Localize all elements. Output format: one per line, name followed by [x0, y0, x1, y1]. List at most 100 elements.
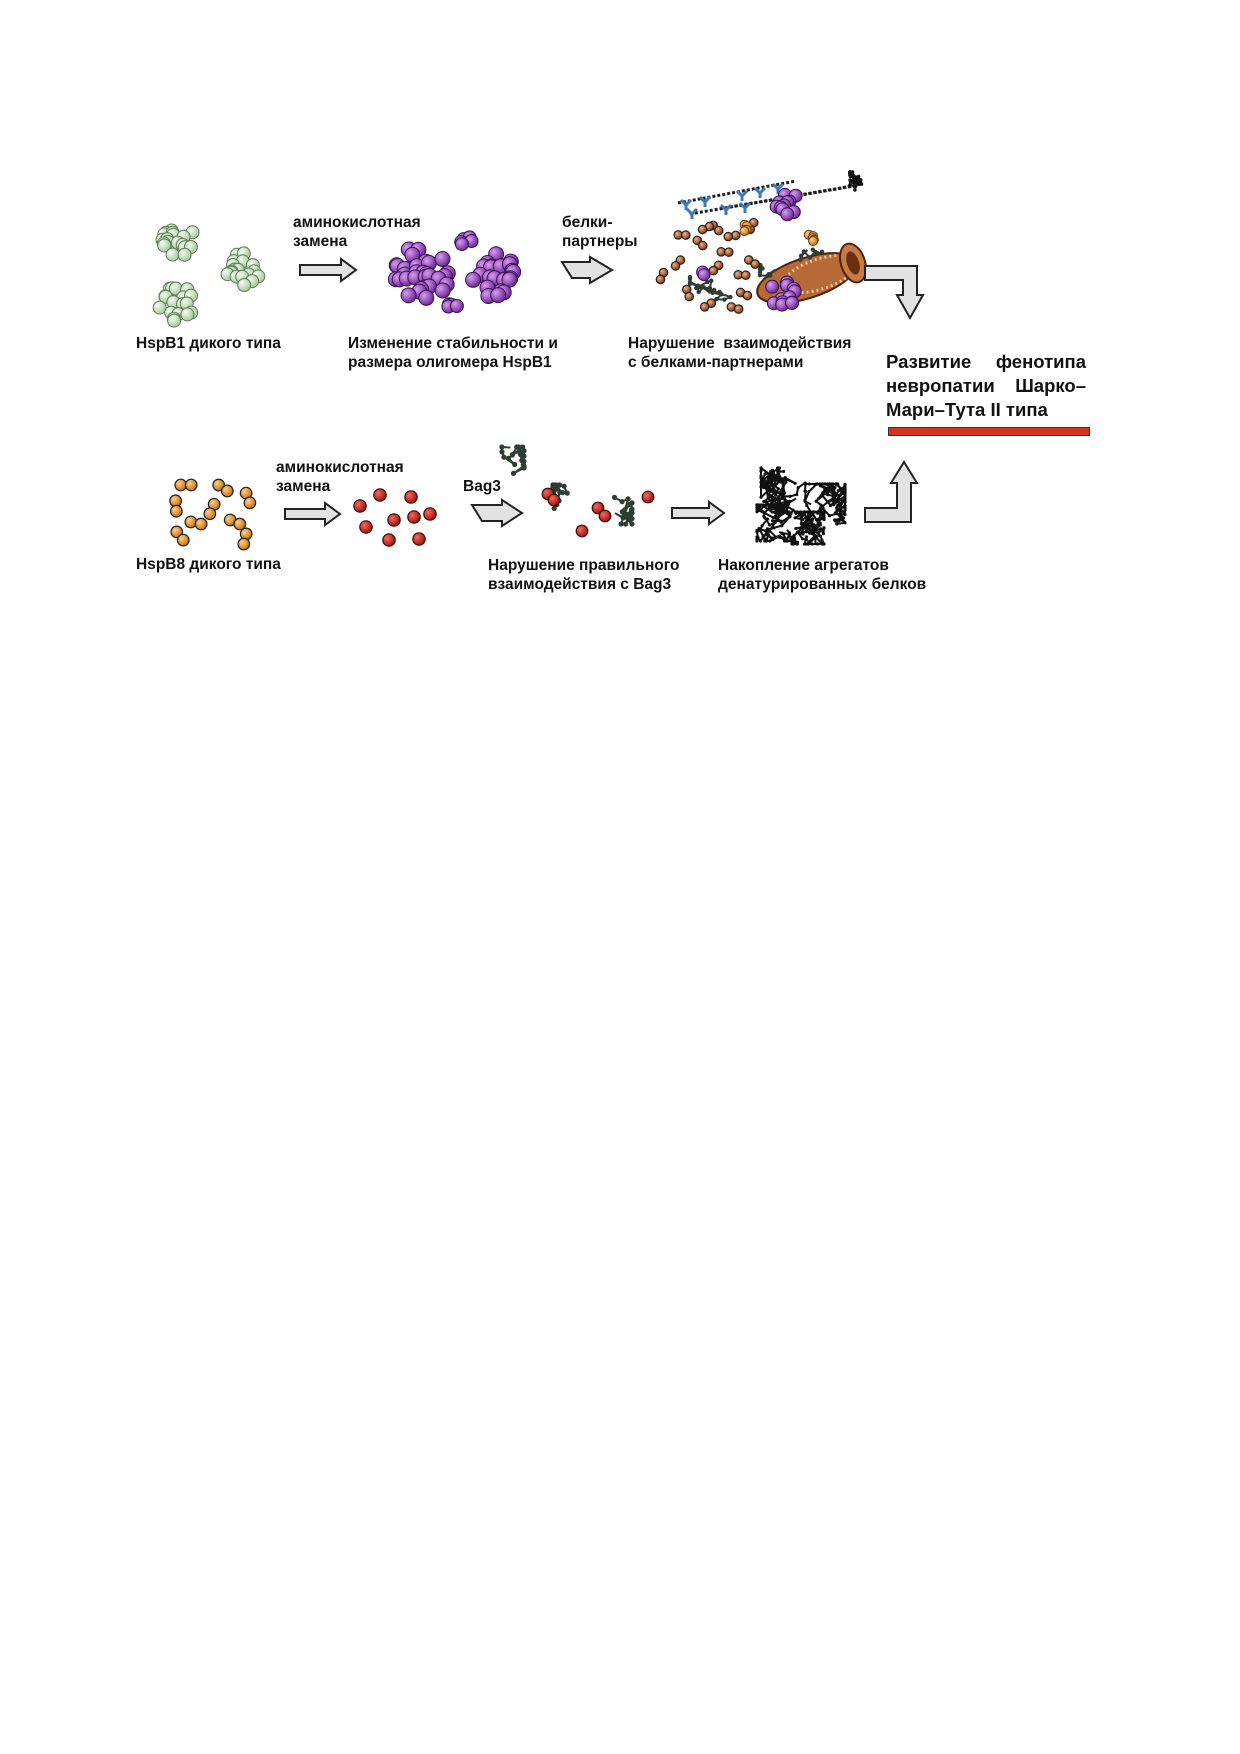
hspb1-oligomer	[220, 246, 266, 292]
actin-binding-protein	[753, 186, 767, 198]
aa-substitution-label-2: аминокислотная замена	[276, 459, 404, 495]
hspb1-mutant-small-oligomer	[441, 297, 464, 314]
arrow-to-phenotype-down	[864, 265, 925, 321]
arrow-to-aggregates	[671, 500, 726, 526]
actin-binding-protein	[679, 198, 693, 210]
arrow-bag3	[470, 498, 524, 528]
hspb8-monomer	[174, 478, 198, 492]
hspb8-mutant-bound	[591, 501, 605, 515]
hspb1-oligomer-on-filament	[769, 187, 803, 222]
hspb8-mutant-monomers	[353, 488, 437, 547]
bag3-caption: Нарушение правильного взаимодействия с B…	[488, 557, 680, 593]
partners-caption: Нарушение взаимодействия с белками-партн…	[628, 335, 852, 371]
hspb1-wild-type-oligomers	[152, 223, 266, 328]
arrow-aa-substitution-2	[284, 501, 342, 527]
partner-protein-dimer	[723, 230, 741, 242]
hspb8-wild-label: HspB8 дикого типа	[136, 556, 281, 573]
partner-protein-dimer	[673, 230, 691, 240]
hspb8-mutant-monomer	[412, 532, 426, 546]
bag3-chain	[550, 482, 570, 511]
hspb8-mutant-monomer	[373, 488, 387, 502]
hspb8-mutant-monomer	[404, 490, 418, 504]
hspb1-oligomer	[155, 223, 200, 262]
partner-chain	[705, 287, 733, 302]
hspb1-mutant-large-oligomer	[465, 246, 522, 304]
partner-protein-dimer	[726, 302, 744, 314]
partner-chain	[687, 274, 728, 297]
hspb8-monomer	[212, 478, 234, 498]
hspb1-wild-label: HspB1 дикого типа	[136, 335, 281, 352]
actin-binding-protein	[719, 203, 733, 215]
aggregate-tangle	[818, 483, 847, 507]
actin-binding-protein	[685, 207, 699, 219]
partner-chain	[798, 247, 825, 262]
hsp-small-oligomer	[739, 219, 752, 237]
denatured-protein-small	[848, 170, 864, 192]
actin-binding-protein	[735, 189, 749, 201]
partner-protein-dimer	[697, 221, 715, 235]
bag3-arrow-label: Bag3	[463, 478, 501, 495]
bag3-chain	[611, 494, 635, 527]
hspb8-mutant-monomer	[353, 499, 367, 513]
hspb8-mutant-monomer	[382, 533, 396, 547]
hspb8-monomer	[237, 527, 253, 551]
aggregate-tangle	[796, 520, 824, 546]
hspb8-mutant-bound	[575, 524, 589, 538]
partner-protein-dimer	[655, 267, 669, 285]
denatured-protein-aggregates	[755, 466, 847, 546]
phenotype-outcome: Развитие фенотипа невропатии Шарко– Мари…	[886, 351, 1086, 420]
aa-substitution-label-1: аминокислотная замена	[293, 214, 421, 250]
hspb8-mutant-bound	[598, 509, 612, 523]
partner-proteins-cluster	[655, 170, 867, 314]
hspb1-oligomer-on-tubule	[765, 275, 802, 312]
hspb8-monomer	[169, 494, 183, 518]
hspb1-mutant-small-oligomer	[454, 230, 479, 252]
partner-protein-chains	[687, 247, 825, 302]
partner-protein-dimer	[699, 298, 717, 312]
partner-protein-dimer	[708, 260, 724, 276]
actin-binding-protein	[771, 182, 785, 194]
hspb1-oligomer	[152, 281, 199, 328]
hspb8-mutant-monomer	[387, 513, 401, 527]
hspb8-monomer	[170, 525, 190, 547]
hspb8-mutant-bound	[641, 490, 655, 504]
hspb8-monomer	[239, 486, 257, 510]
hspb8-monomer	[184, 515, 208, 531]
partner-proteins-label: белки- партнеры	[562, 214, 638, 250]
aggregate-tangle	[755, 514, 777, 543]
partner-protein-dimer	[716, 247, 734, 257]
partner-protein-dimer	[670, 255, 686, 271]
bag3-hspb8-complexes	[541, 482, 655, 538]
bag3-free-chain	[499, 444, 527, 476]
hspb1-bound-oligomers	[696, 187, 803, 312]
partner-protein-dimers	[655, 217, 819, 314]
partner-protein-dimer	[692, 235, 708, 251]
partner-protein-dimer	[681, 284, 695, 302]
actin-binding-protein	[698, 195, 712, 207]
hspb1-mutant-large-oligomer	[387, 241, 456, 306]
aggregate-tangle	[793, 510, 817, 546]
hspb1-oligomer-small	[696, 265, 711, 282]
arrow-aa-substitution-1	[299, 257, 358, 283]
denatured-protein-small	[848, 170, 864, 192]
partner-protein-dimer	[735, 287, 753, 301]
hsp-small-oligomer	[803, 229, 819, 246]
hspb8-wild-type-monomers	[169, 478, 257, 551]
hspb8-mutant-monomer	[359, 520, 373, 534]
actin-binding-protein	[738, 201, 752, 213]
bag3-chain	[499, 444, 527, 476]
phenotype-underline-bar	[888, 427, 1090, 436]
hspb8-mutant-monomer	[407, 510, 421, 524]
hspb1-mutant-caption: Изменение стабильности и размера олигоме…	[348, 335, 558, 371]
partner-protein-dimer	[733, 269, 751, 281]
aggregate-tangle	[755, 503, 788, 517]
arrow-partner-proteins	[560, 255, 614, 285]
hspb8-monomer	[223, 513, 247, 531]
hspb8-monomer	[203, 497, 221, 521]
cytoskeleton-binding-proteins	[679, 182, 785, 219]
arrow-to-phenotype-up	[864, 460, 919, 523]
partner-protein-dimer	[744, 255, 760, 269]
hspb1-mutant-oligomers	[387, 230, 522, 314]
hspb8-mutant-monomer	[423, 507, 437, 521]
